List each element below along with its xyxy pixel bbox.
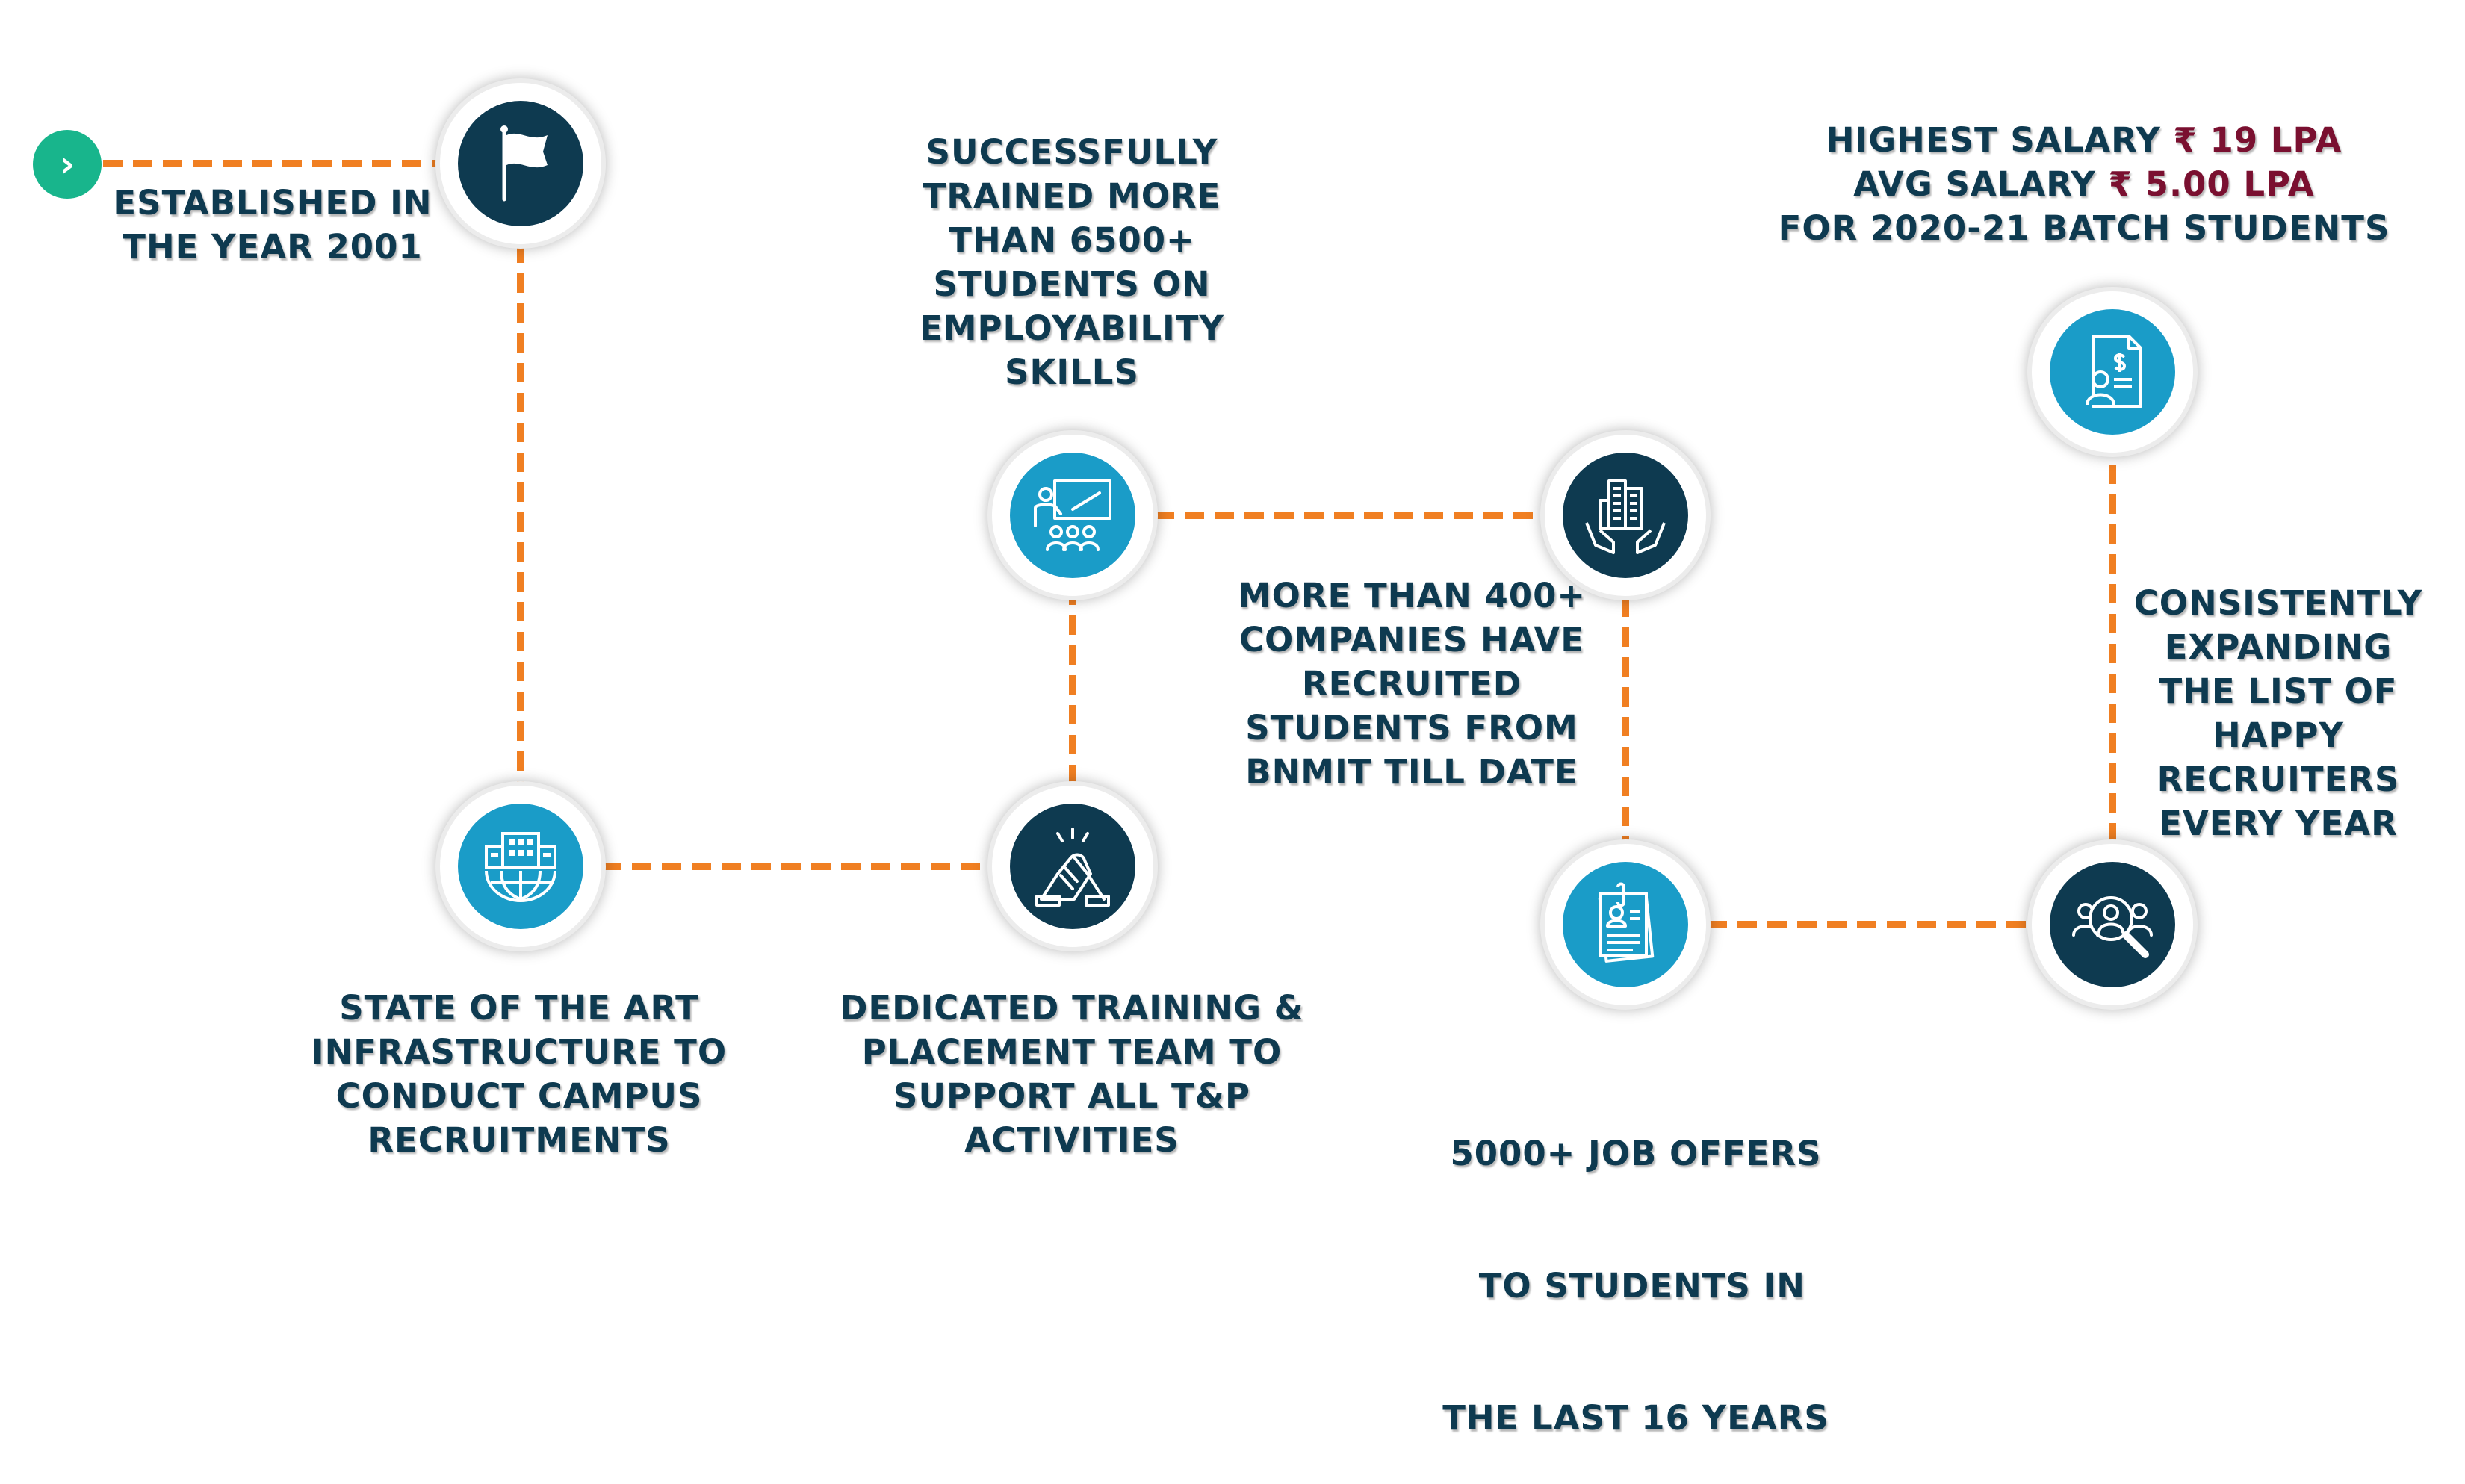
companies-label: MORE THAN 400+ COMPANIES HAVE RECRUITED … [1237,576,1587,792]
trained-label: SUCCESSFULLY TRAINED MORE THAN 6500+ STU… [919,132,1225,392]
building-globe-icon [485,832,556,902]
milestone-trained-node [992,435,1153,596]
classroom-icon [1034,479,1111,551]
buildings-hands-icon [1585,479,1666,554]
highest-salary-line: HIGHEST SALARY ₹ 19 LPA [1826,120,2342,160]
flag-icon [500,125,548,202]
resume-documents-icon [1598,882,1655,963]
recruiter-search-icon [2072,896,2153,958]
start-arrow-icon[interactable]: › [33,130,102,199]
salary-document-icon [2086,335,2142,408]
milestone-team-node [992,786,1153,947]
avg-salary-value: ₹ 5.00 LPA [2108,164,2315,204]
team-label: DEDICATED TRAINING & PLACEMENT TEAM TO S… [840,988,1304,1160]
milestone-recruiters-node [2032,844,2193,1005]
established-label: ESTABLISHED IN THE YEAR 2001 [113,183,432,267]
salary-label: HIGHEST SALARY ₹ 19 LPA AVG SALARY ₹ 5.0… [1778,118,2390,250]
milestone-companies-node [1545,435,1706,596]
milestone-offers-node [1545,844,1706,1005]
infrastructure-label: STATE OF THE ART INFRASTRUCTURE TO CONDU… [311,988,728,1160]
milestone-salary-node [2032,291,2193,453]
milestone-infrastructure-node [440,786,601,947]
avg-salary-line: AVG SALARY ₹ 5.00 LPA [1853,164,2315,204]
offers-label: 5000+ JOB OFFERS TO STUDENTS IN THE LAST… [1442,1134,1829,1438]
connector-lines [103,160,2116,928]
batch-line: FOR 2020-21 BATCH STUDENTS [1778,208,2390,248]
milestone-established-node [440,83,601,244]
highest-salary-value: ₹ 19 LPA [2173,120,2342,160]
handshake-icon [1035,828,1110,907]
recruiters-label: CONSISTENTLY EXPANDING THE LIST OF HAPPY… [2133,583,2423,843]
